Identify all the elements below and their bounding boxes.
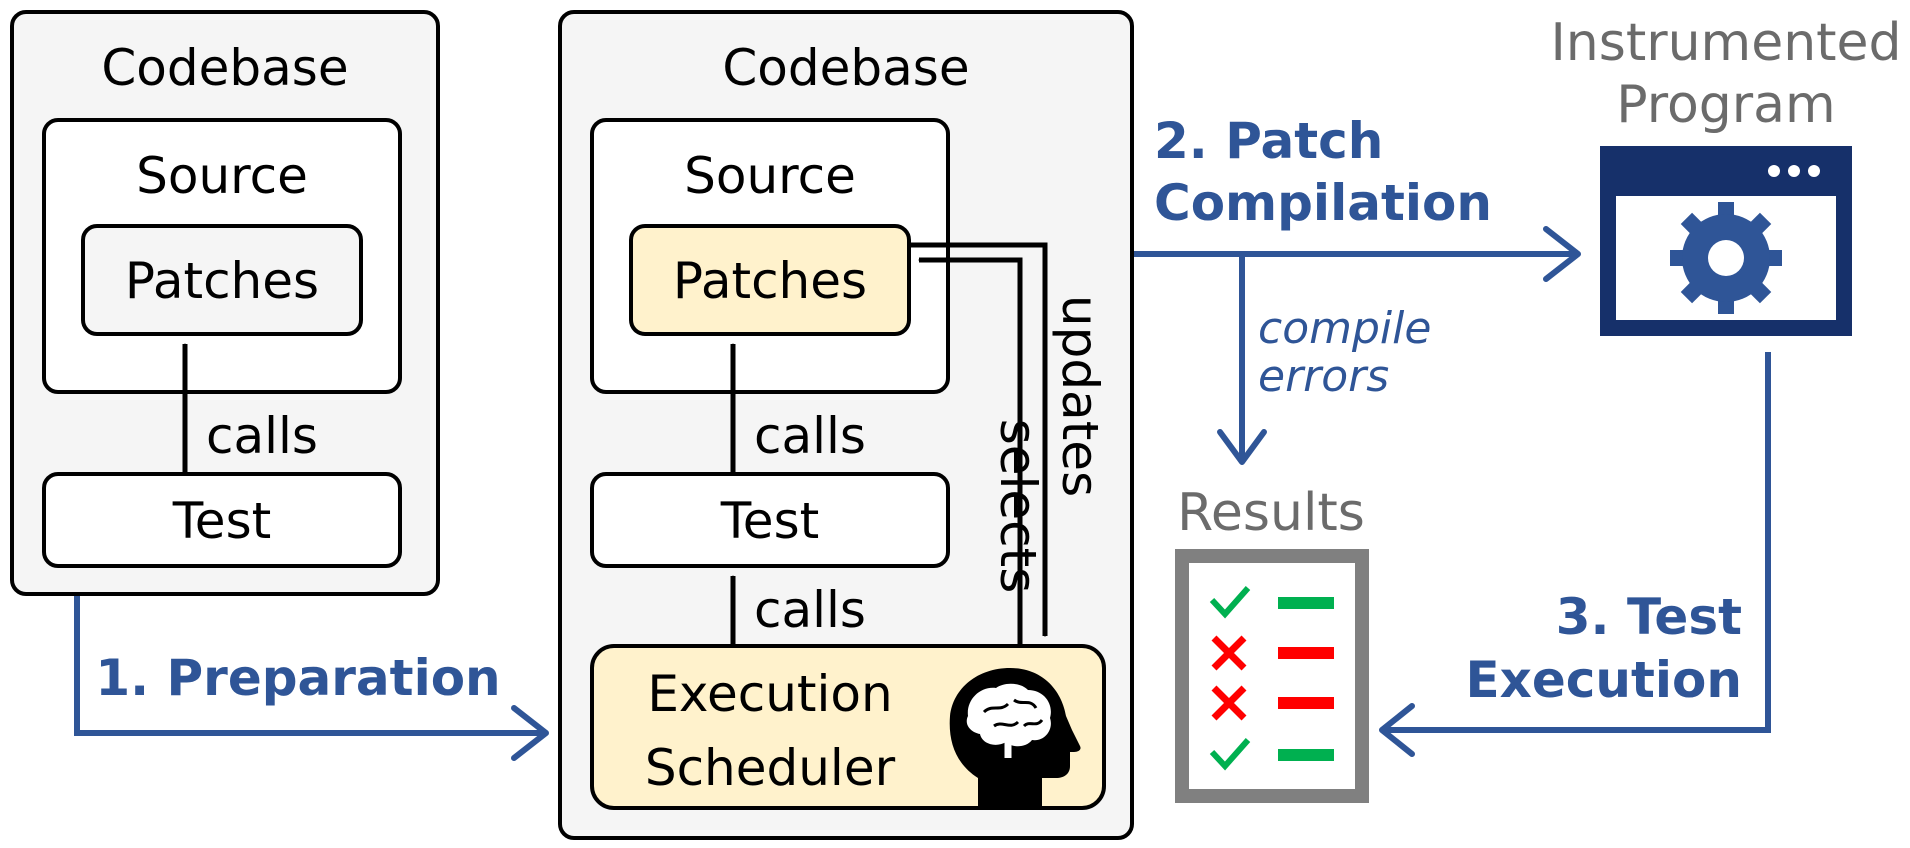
test-execution-label-line1: 3. Test (1556, 588, 1742, 646)
left-patches-box (81, 224, 363, 336)
result-bar-pass (1278, 597, 1334, 609)
scheduler-label-line2: Scheduler (645, 739, 896, 797)
left-codebase-title: Codebase (101, 39, 348, 97)
result-bar-fail (1278, 697, 1334, 709)
left-calls-label: calls (206, 407, 318, 465)
middle-lower-calls-label: calls (754, 581, 866, 639)
middle-source-label: Source (684, 147, 856, 205)
compile-errors-label-line2: errors (1258, 351, 1389, 402)
test-execution-arrow (1382, 352, 1771, 733)
test-execution-arrowhead (1379, 703, 1415, 757)
patch-compilation-label-line1: 2. Patch (1154, 112, 1383, 170)
patch-compilation-flow: 2. Patch Compilation compile errors (1134, 112, 1581, 465)
middle-test-label: Test (720, 492, 819, 550)
left-source-label: Source (136, 147, 308, 205)
check-icon (1209, 738, 1251, 771)
patch-compilation-label-line2: Compilation (1154, 174, 1492, 232)
left-patches-label: Patches (125, 252, 319, 310)
cross-icon (1211, 685, 1247, 721)
instrumented-program: Instrumented Program (1550, 13, 1902, 336)
left-codebase-panel: Codebase Source Patches calls Test (10, 10, 440, 596)
instrumented-program-label-line1: Instrumented (1550, 13, 1901, 73)
results: Results (1175, 483, 1369, 803)
test-execution-flow: 3. Test Execution (1379, 352, 1771, 757)
checklist-icon (1175, 549, 1369, 803)
cross-icon (1211, 635, 1247, 671)
left-test-label: Test (172, 492, 271, 550)
preparation-label: 1. Preparation (95, 649, 500, 707)
results-title: Results (1177, 483, 1365, 543)
result-bar-fail (1278, 647, 1334, 659)
result-bar-pass (1278, 749, 1334, 761)
test-execution-label-line2: Execution (1465, 651, 1742, 709)
updates-label: updates (1051, 295, 1109, 497)
preparation-flow: 1. Preparation (74, 596, 549, 761)
scheduler-label-line1: Execution (647, 665, 892, 723)
preparation-arrowhead (511, 705, 549, 761)
middle-patches-label: Patches (673, 252, 867, 310)
check-icon (1209, 586, 1251, 619)
gear-window-icon (1600, 146, 1852, 336)
instrumented-program-label-line2: Program (1616, 75, 1835, 135)
patch-compilation-arrowhead (1543, 226, 1581, 282)
gear-icon (1670, 202, 1782, 314)
selects-label: selects (989, 419, 1047, 594)
left-test-box (42, 472, 402, 568)
middle-patches-box (629, 224, 911, 336)
preparation-arrow (74, 596, 546, 736)
selects-arrow (919, 257, 1023, 646)
middle-upper-calls-label: calls (754, 407, 866, 465)
middle-codebase-title: Codebase (722, 39, 969, 97)
updates-arrow (909, 242, 1048, 636)
middle-codebase-panel: Codebase Source Patches calls Test calls… (558, 10, 1134, 840)
middle-test-box (590, 472, 950, 568)
compile-errors-label-line1: compile (1258, 303, 1431, 354)
head-brain-icon (949, 668, 1081, 806)
compile-errors-arrowhead (1217, 429, 1267, 465)
